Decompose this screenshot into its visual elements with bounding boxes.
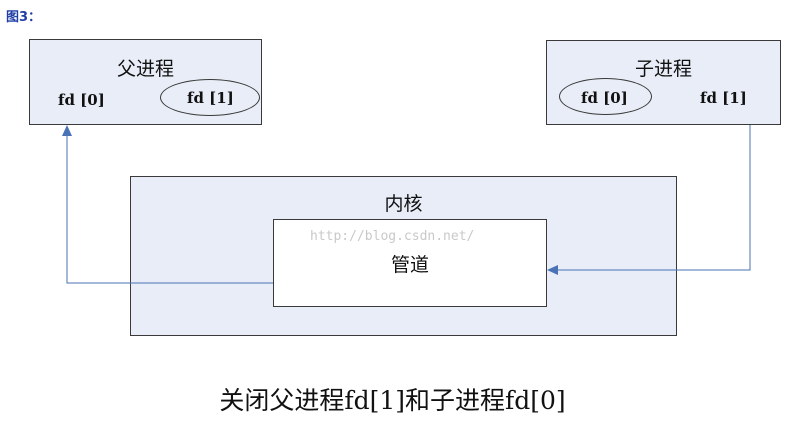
parent-fd0-label: fd [0] bbox=[58, 91, 105, 109]
parent-fd1-label: fd [1] bbox=[187, 89, 234, 107]
figure-label: 图3： bbox=[6, 10, 42, 25]
parent-process-title: 父进程 bbox=[116, 58, 174, 80]
child-to-pipe-arrow-line bbox=[557, 125, 751, 271]
watermark-text: http://blog.csdn.net/ bbox=[310, 229, 475, 244]
pipe-to-parent-arrowhead bbox=[62, 125, 72, 136]
child-fd1-label: fd [1] bbox=[700, 89, 747, 107]
pipe-to-parent-arrow-line bbox=[66, 135, 273, 284]
diagram-caption: 关闭父进程fd[1]和子进程fd[0] bbox=[219, 386, 566, 415]
pipe-box: 管道 bbox=[273, 219, 547, 307]
parent-process-box: 父进程 fd [0] fd [1] bbox=[29, 39, 262, 125]
child-process-box: 子进程 fd [0] fd [1] bbox=[546, 40, 781, 125]
parent-fd1-closed-ellipse bbox=[160, 79, 260, 116]
child-to-pipe-arrowhead bbox=[547, 265, 558, 275]
child-process-title: 子进程 bbox=[634, 58, 692, 80]
kernel-title: 内核 bbox=[384, 193, 423, 215]
child-fd0-label: fd [0] bbox=[581, 89, 628, 107]
child-fd0-closed-ellipse bbox=[559, 78, 652, 115]
pipe-label: 管道 bbox=[390, 254, 429, 276]
